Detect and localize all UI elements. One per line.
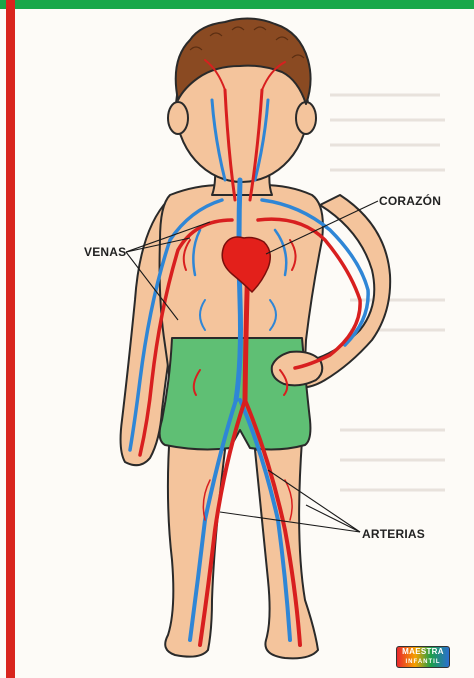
top-green-border	[0, 0, 474, 9]
callout-arterias-1	[267, 469, 361, 533]
callout-arterias-3	[305, 504, 361, 533]
callout-lines	[125, 200, 379, 533]
callout-venas-1	[125, 237, 191, 253]
callout-venas-2	[125, 221, 211, 253]
maestra-infantil-logo: MAESTRA INFANTIL	[396, 646, 450, 668]
logo-line1: MAESTRA	[402, 647, 444, 656]
left-red-border	[6, 0, 15, 678]
callout-corazon	[265, 200, 379, 255]
hair-texture	[189, 26, 305, 59]
left-ear	[167, 101, 189, 135]
right-ear	[295, 101, 317, 135]
logo-line2: INFANTIL	[405, 659, 441, 665]
callout-venas-3	[125, 251, 179, 321]
label-arterias: ARTERIAS	[362, 527, 425, 541]
label-corazon: CORAZÓN	[379, 194, 442, 208]
heart	[221, 236, 271, 294]
label-venas: VENAS	[84, 245, 127, 259]
left-leg	[164, 429, 226, 658]
callout-arterias-2	[219, 511, 361, 533]
